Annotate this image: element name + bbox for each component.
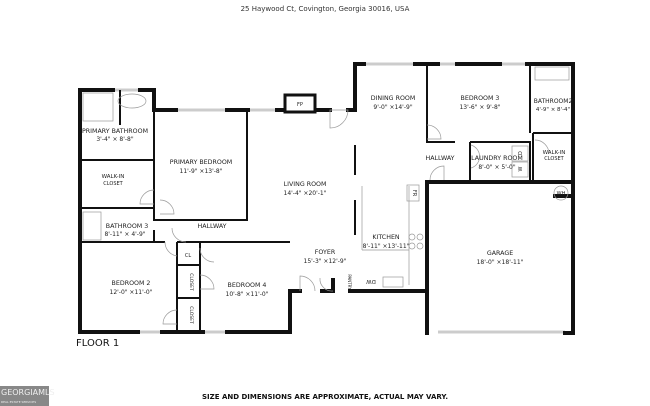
- closet-label: CLOSET: [188, 306, 194, 324]
- room-walk-in-closet-2: WALK-IN: [543, 150, 566, 156]
- room-bedroom-3: BEDROOM 3: [461, 95, 500, 102]
- room-hallway: HALLWAY: [197, 223, 226, 230]
- fireplace-label: FP: [297, 102, 303, 108]
- room-walk-in-closet: WALK-IN: [102, 174, 125, 180]
- floor-label: FLOOR 1: [76, 338, 120, 349]
- room-labels: PRIMARY BATHROOM 3'-4" × 8'-8" WALK-IN C…: [82, 95, 572, 298]
- pantry-label: PANTRY: [347, 274, 352, 290]
- dishwasher-label: DW: [366, 278, 376, 284]
- address-title: 25 Haywood Ct, Covington, Georgia 30016,…: [240, 5, 410, 13]
- room-dim: 11'-9" ×13'-8": [180, 168, 223, 175]
- room-dim: 9'-0" ×14'-9": [373, 104, 412, 111]
- room-bathroom-2: BATHROOM2: [534, 98, 573, 105]
- dryer-label: D: [518, 151, 524, 155]
- room-bedroom-4: BEDROOM 4: [228, 282, 267, 289]
- room-dim: 18'-0" ×18'-11": [477, 259, 524, 266]
- walls: [78, 62, 575, 335]
- room-dim: 4'-9" × 8'-4": [536, 107, 570, 113]
- room-living-room: LIVING ROOM: [284, 181, 327, 188]
- logo-text: GEORGIAMLS: [1, 388, 55, 397]
- room-dim: 15'-3" ×12'-9": [304, 258, 347, 265]
- fixture-labels: FP CL CLOSET CLOSET PANTRY DW FR WH W D: [185, 102, 566, 324]
- room-dim: 3'-4" × 8'-8": [96, 136, 134, 143]
- room-dim: 14'-4" ×20'-1": [284, 190, 327, 197]
- room-primary-bedroom: PRIMARY BEDROOM: [170, 159, 232, 166]
- disclaimer: SIZE AND DIMENSIONS ARE APPROXIMATE, ACT…: [202, 393, 448, 401]
- room-foyer: FOYER: [315, 249, 336, 256]
- fridge-label: FR: [411, 190, 417, 197]
- room-laundry-room: LAUNDRY ROOM: [471, 155, 523, 162]
- room-dining-room: DINING ROOM: [371, 95, 416, 102]
- room-dim: 12'-0" ×11'-0": [110, 289, 153, 296]
- room-dim: CLOSET: [103, 181, 123, 187]
- windows: [115, 62, 565, 334]
- room-bathroom-3: BATHROOM 3: [106, 223, 148, 230]
- room-hallway-2: HALLWAY: [425, 155, 454, 162]
- room-dim: 10'-8" ×11'-0": [226, 291, 269, 298]
- water-heater-icon: [553, 185, 569, 201]
- washer-label: W: [518, 166, 524, 171]
- room-dim: 13'-6" × 9'-8": [459, 104, 500, 111]
- room-primary-bathroom: PRIMARY BATHROOM: [82, 128, 148, 135]
- room-bedroom-2: BEDROOM 2: [112, 280, 151, 287]
- georgia-mls-logo: GEORGIAMLS REAL ESTATE SERVICES: [0, 386, 55, 406]
- water-heater-label: WH: [557, 191, 566, 197]
- room-dim: 8'-11" × 4'-9": [104, 231, 145, 238]
- room-dim: 8'-11" ×13'-11": [363, 243, 410, 250]
- room-garage: GARAGE: [487, 250, 513, 257]
- closet-label: CLOSET: [188, 273, 194, 291]
- room-dim: 8'-0" × 5'-0": [478, 164, 516, 171]
- room-dim: CLOSET: [544, 156, 564, 162]
- logo-subtext: REAL ESTATE SERVICES: [1, 400, 37, 404]
- fireplace-icon: [283, 93, 317, 114]
- room-kitchen: KITCHEN: [372, 234, 400, 241]
- closet-cl-label: CL: [185, 253, 191, 259]
- doors: [82, 66, 570, 325]
